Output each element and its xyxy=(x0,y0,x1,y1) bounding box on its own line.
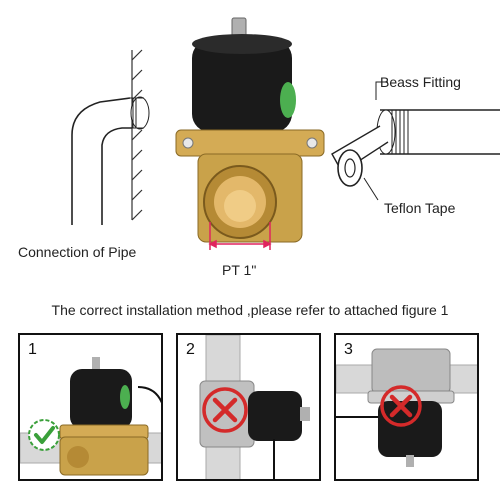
panel-3-illustration xyxy=(336,348,477,467)
panel-correct-installation: 1 xyxy=(18,333,163,481)
panel-1-illustration xyxy=(20,357,161,476)
pipe-elbow-drawing xyxy=(71,49,150,225)
cross-icon xyxy=(202,387,248,433)
check-icon xyxy=(28,419,60,451)
wall-hatch xyxy=(131,49,143,221)
pipe-thread xyxy=(130,96,150,130)
panel-wrong-installation-vertical: 2 xyxy=(176,333,321,481)
tape-label: Teflon Tape xyxy=(384,200,456,216)
size-label: PT 1" xyxy=(222,262,257,278)
panel-number: 2 xyxy=(186,341,195,358)
fitting-label: Beass Fitting xyxy=(380,74,461,90)
installation-caption: The correct installation method ,please … xyxy=(51,302,449,318)
panel-wrong-installation-inverted: 3 xyxy=(334,333,479,481)
main-valve-illustration xyxy=(175,17,325,250)
coil-label-sticker xyxy=(280,82,296,118)
dimension-line xyxy=(208,222,272,250)
cross-icon xyxy=(380,385,422,427)
panel-number: 1 xyxy=(28,341,37,358)
panel-number: 3 xyxy=(344,341,353,358)
connection-label: Connection of Pipe xyxy=(18,244,137,260)
fitting-drawing xyxy=(331,81,500,201)
